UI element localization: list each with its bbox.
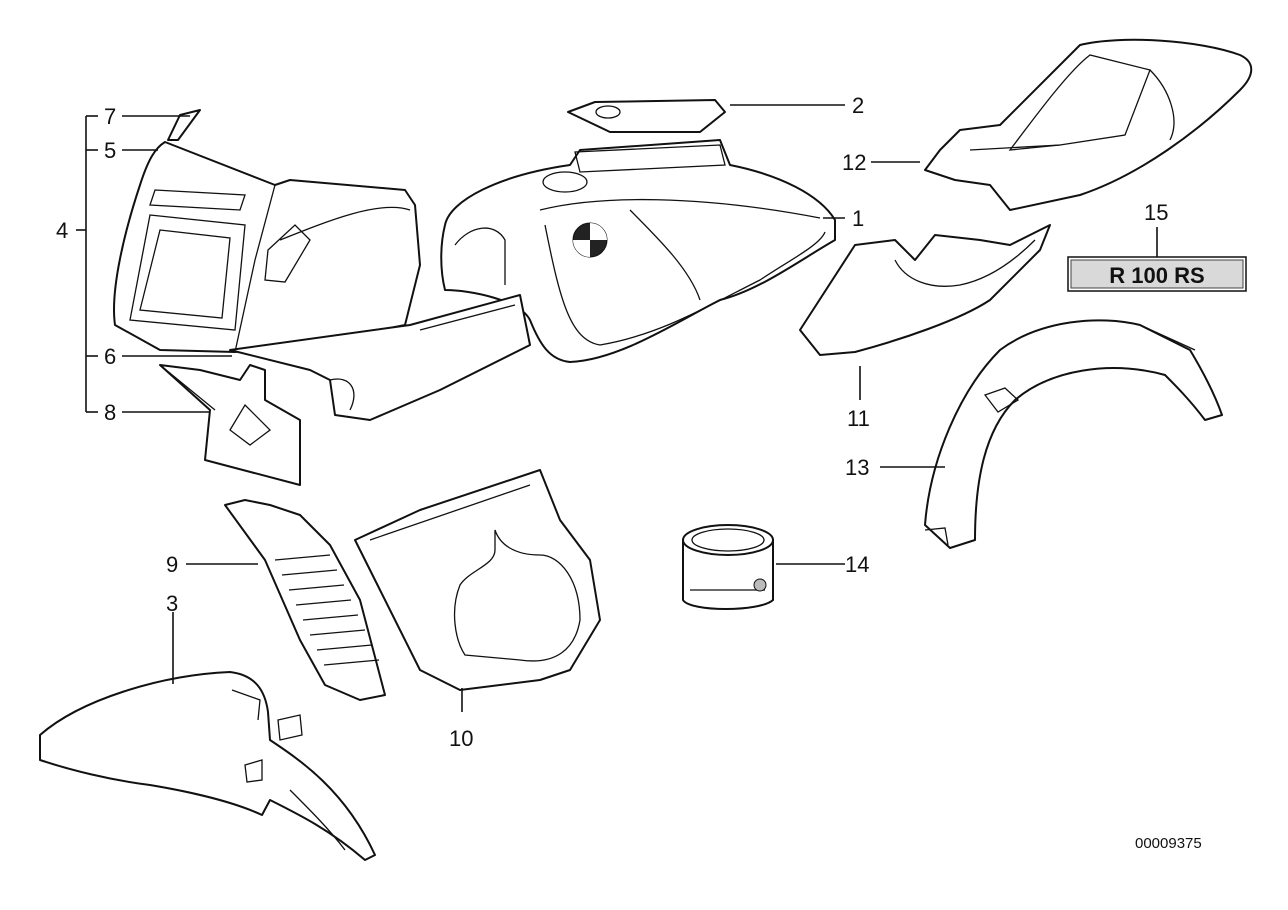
part-bracket-8 [159, 364, 301, 486]
callout-12: 12 [842, 150, 866, 175]
part-fuel-tank [440, 139, 836, 363]
part-fairing [113, 109, 421, 353]
callout-1: 1 [852, 206, 864, 231]
part-badge: R 100 RS [1067, 256, 1247, 292]
callout-13: 13 [845, 455, 869, 480]
callout-2: 2 [852, 93, 864, 118]
leader-lines [76, 104, 1158, 712]
callout-9: 9 [166, 552, 178, 577]
callout-5: 5 [104, 138, 116, 163]
callout-15: 15 [1144, 200, 1168, 225]
part-rear-mudguard [924, 319, 1223, 549]
part-tank-cover [567, 99, 726, 133]
part-grille [224, 499, 386, 701]
callout-3: 3 [166, 591, 178, 616]
callout-8: 8 [104, 400, 116, 425]
part-intake-sleeve [682, 524, 774, 610]
callout-4: 4 [56, 218, 68, 243]
callout-7: 7 [104, 104, 116, 129]
callout-10: 10 [449, 726, 473, 751]
badge-text: R 100 RS [1109, 263, 1204, 288]
part-lower-fairing [229, 294, 531, 421]
document-number: 00009375 [1135, 835, 1202, 852]
part-front-mudguard [39, 671, 376, 861]
callout-labels: 1 2 3 4 5 6 7 8 9 10 11 12 13 14 15 [56, 93, 1168, 751]
callout-11: 11 [847, 406, 870, 431]
part-seat [924, 38, 1253, 211]
part-side-panel [799, 224, 1051, 356]
callout-6: 6 [104, 344, 116, 369]
callout-14: 14 [845, 552, 869, 577]
part-side-cover [354, 469, 601, 691]
